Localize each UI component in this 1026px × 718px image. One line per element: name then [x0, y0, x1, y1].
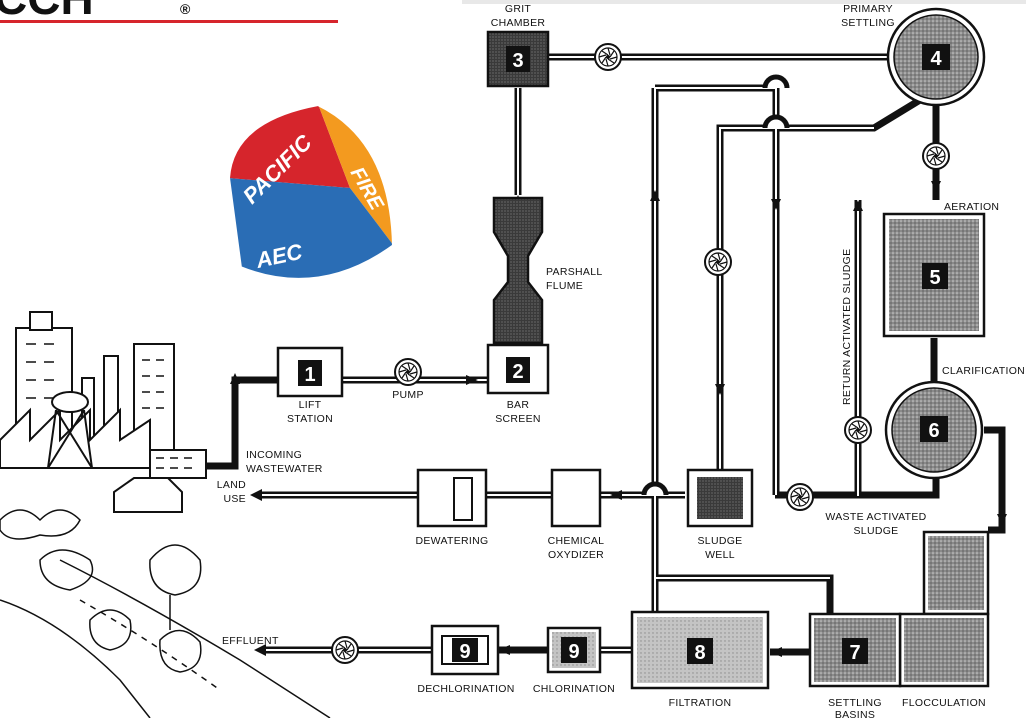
- header-logo: CCH ®: [0, 0, 338, 24]
- water-tower-tank: [51, 391, 89, 413]
- top-shadow-bar: [462, 0, 1026, 4]
- landscape: [0, 509, 331, 718]
- tree: [159, 629, 202, 673]
- station-number: 2: [512, 361, 523, 383]
- chemical-oxydizer-label: OXYDIZER: [548, 549, 604, 561]
- station-number: 9: [568, 641, 579, 663]
- station-label: CLARIFICATION: [942, 365, 1025, 377]
- station-number: 4: [930, 48, 942, 70]
- city-illustration: [0, 311, 207, 513]
- station-5-aeration: 5 AERATION: [882, 201, 999, 338]
- station-number: 6: [928, 420, 939, 442]
- station-label: AERATION: [944, 201, 999, 213]
- water-tower-legs: [47, 409, 93, 469]
- chemical-oxydizer-label: CHEMICAL: [548, 535, 605, 547]
- flocculation-tank: FLOCCULATION: [898, 530, 990, 709]
- station-label: BASINS: [835, 709, 875, 718]
- station-number: 9: [459, 641, 470, 663]
- logo-orange-segment: [318, 104, 394, 246]
- station-number: 3: [512, 50, 523, 72]
- station-label: BAR: [507, 399, 530, 411]
- waste-activated-sludge-label: SLUDGE: [854, 525, 899, 537]
- tree: [149, 544, 202, 596]
- dewatering: DEWATERING: [416, 468, 489, 547]
- station-4-primary-settling: 4 PRIMARY SETTLING: [841, 3, 986, 107]
- river-bank: [59, 559, 331, 718]
- station-number: 7: [849, 642, 860, 664]
- parshall-label: FLUME: [546, 280, 583, 292]
- pump-icon: [594, 43, 622, 71]
- station-6-clarification: 6 CLARIFICATION: [884, 365, 1025, 480]
- pump-icon: [922, 142, 950, 170]
- station-label: GRIT: [505, 3, 532, 15]
- building-top: [29, 311, 53, 331]
- station-number: 8: [694, 642, 705, 664]
- effluent-label: EFFLUENT: [222, 635, 279, 647]
- station-label: CHLORINATION: [533, 683, 615, 695]
- tree-cluster: [0, 509, 81, 540]
- tree: [89, 609, 132, 651]
- pump-icon: [786, 483, 814, 511]
- sludge-well-label: WELL: [705, 549, 735, 561]
- house: [113, 477, 183, 513]
- pipe-crossovers: [641, 74, 790, 496]
- station-number: 5: [929, 267, 940, 289]
- station-9-chlorination: 9 CHLORINATION: [533, 626, 615, 695]
- dewatering-label: DEWATERING: [416, 535, 489, 547]
- pump-icon: [704, 248, 732, 276]
- station-label: STATION: [287, 413, 333, 425]
- station-label: FILTRATION: [669, 697, 732, 709]
- flocculation-label: FLOCCULATION: [902, 697, 986, 709]
- registered-mark: ®: [180, 1, 191, 17]
- station-3-grit-chamber: 3 GRIT CHAMBER: [486, 3, 550, 88]
- station-number: 1: [304, 364, 315, 386]
- parshall-label: PARSHALL: [546, 266, 602, 278]
- logo-red-segment: [228, 104, 350, 188]
- waste-activated-sludge-label: WASTE ACTIVATED: [825, 511, 926, 523]
- sludge-well-label: SLUDGE: [698, 535, 743, 547]
- station-label: CHAMBER: [491, 17, 546, 29]
- station-1-lift-station: 1 LIFT STATION: [276, 346, 344, 425]
- station-label: DECHLORINATION: [417, 683, 514, 695]
- pump-icon: [394, 358, 422, 386]
- sludge-well: SLUDGE WELL: [686, 468, 754, 561]
- chemical-oxydizer: CHEMICAL OXYDIZER: [548, 468, 605, 561]
- river-bank: [0, 599, 151, 718]
- logo-blue-segment: [228, 178, 394, 280]
- incoming-wastewater-label: WASTEWATER: [246, 463, 323, 475]
- pump-label: PUMP: [392, 389, 424, 401]
- parshall-flume: PARSHALL FLUME: [492, 196, 602, 345]
- station-label: LIFT: [299, 399, 322, 411]
- station-9-dechlorination: 9 DECHLORINATION: [417, 624, 514, 695]
- station-label: PRIMARY: [843, 3, 893, 15]
- land-use-label: LAND: [217, 479, 246, 491]
- header-red-rule: [0, 20, 338, 23]
- pump-icon: [331, 636, 359, 664]
- station-label: SETTLING: [841, 17, 895, 29]
- intake-building: [149, 449, 207, 479]
- pacific-fire-aec-logo: PACIFIC FIRE AEC: [225, 101, 397, 282]
- return-activated-sludge-label: RETURN ACTIVATED SLUDGE: [841, 249, 853, 405]
- station-label: SCREEN: [495, 413, 541, 425]
- river-ripples: [79, 599, 221, 691]
- incoming-wastewater-label: INCOMING: [246, 449, 302, 461]
- pump-icon: [844, 416, 872, 444]
- land-use-label: USE: [224, 493, 247, 505]
- station-8-filtration: 8 FILTRATION: [630, 610, 770, 709]
- station-2-bar-screen: 2 BAR SCREEN: [486, 343, 550, 425]
- building-windows: [26, 343, 192, 469]
- station-7-settling-basins: 7 SETTLING BASINS: [808, 612, 902, 718]
- station-label: SETTLING: [828, 697, 882, 709]
- tree: [39, 549, 94, 591]
